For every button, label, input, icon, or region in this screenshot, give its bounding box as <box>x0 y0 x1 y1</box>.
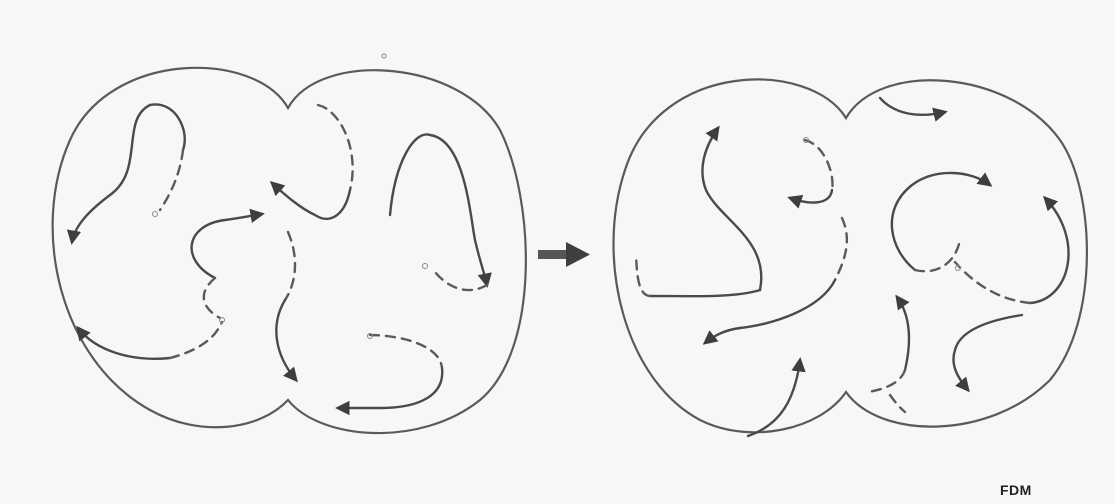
strand-r4 <box>835 218 847 280</box>
transition-arrow <box>538 242 590 267</box>
strand-r6b <box>955 262 1030 303</box>
strand-l4b <box>204 278 220 318</box>
strand-l7b <box>338 368 442 408</box>
strand-r6 <box>1030 198 1069 303</box>
strand-r3 <box>805 140 833 190</box>
strand-l5b <box>276 300 296 380</box>
cell-outline-right <box>614 79 1087 432</box>
strand-l1b <box>150 104 185 150</box>
strand-l2b <box>272 183 350 219</box>
strand-r8 <box>897 297 909 370</box>
strand-r2 <box>702 128 761 290</box>
strand-l6 <box>78 328 170 359</box>
strand-r1 <box>880 98 945 115</box>
strand-l2 <box>318 105 353 190</box>
strand-r9 <box>748 360 800 436</box>
strand-l6b <box>170 322 222 358</box>
strand-r2c <box>636 255 650 296</box>
credit-label: FDM <box>1000 482 1032 498</box>
strand-r7 <box>953 315 1022 390</box>
strand-r5 <box>892 173 990 270</box>
strand-r4b <box>705 280 835 343</box>
panel-after <box>614 79 1087 436</box>
strand-l4 <box>192 214 262 278</box>
panel-before <box>53 54 526 433</box>
strand-l1c <box>160 150 183 210</box>
strand-l3b <box>435 272 487 290</box>
strand-r8c <box>890 395 905 412</box>
strand-r5b <box>915 240 960 271</box>
strand-l3 <box>390 134 487 285</box>
strand-r3b <box>790 190 832 203</box>
strand-r2b <box>650 290 760 296</box>
strand-r8b <box>868 370 905 392</box>
strand-l5 <box>285 232 295 300</box>
cell-outline-left <box>53 68 526 433</box>
strand-l7 <box>370 335 442 368</box>
strand-l1 <box>72 105 150 242</box>
